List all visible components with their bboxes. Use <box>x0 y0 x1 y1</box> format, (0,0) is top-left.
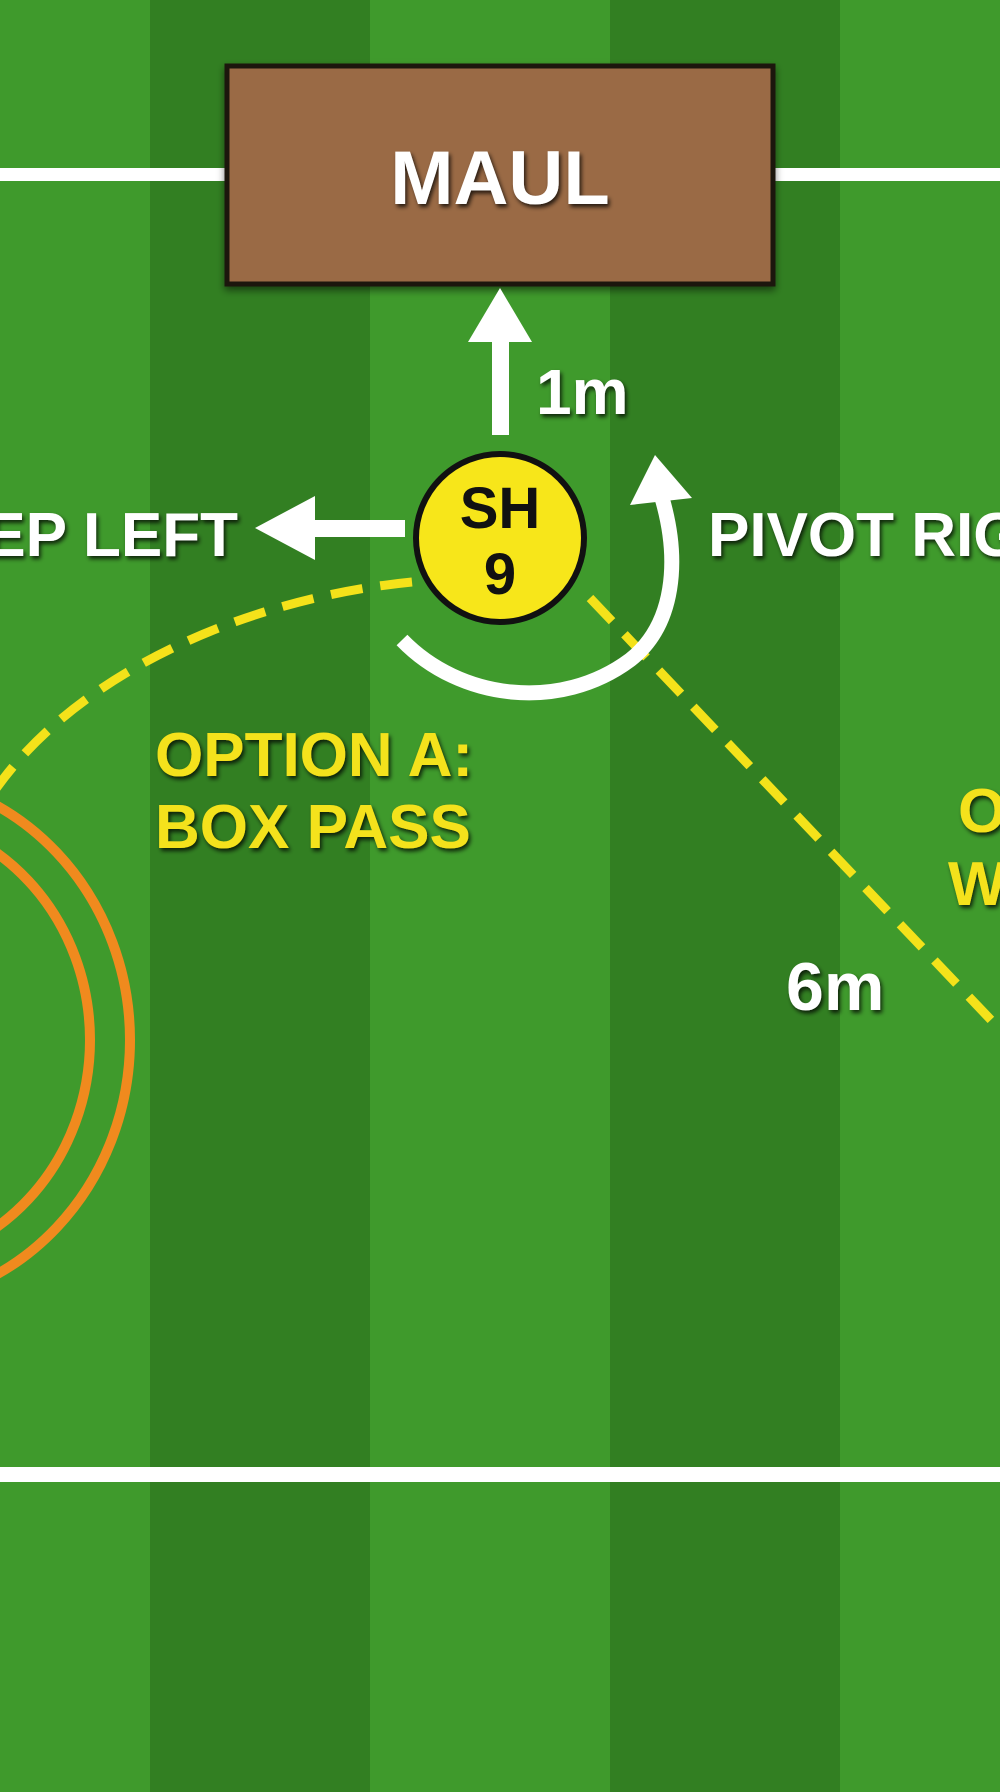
target-ring-icon <box>0 801 135 1279</box>
player-number: 9 <box>484 542 516 607</box>
distance-maul-label: 1m <box>536 356 629 428</box>
pivot-arrow-icon <box>396 455 692 701</box>
grass-stripe <box>0 0 150 1792</box>
grass-stripe <box>150 0 370 1792</box>
box-pass-path <box>0 577 413 791</box>
pivot-right-label: PIVOT RIGH <box>708 501 1000 570</box>
grass-stripe <box>370 0 610 1792</box>
distance-pass-label: 6m <box>786 949 884 1025</box>
arrow-up-icon <box>468 288 532 435</box>
step-left-label: TEP LEFT <box>0 501 238 570</box>
player-role: SH <box>460 476 541 541</box>
scrum-half-marker <box>413 451 587 625</box>
maul-box <box>224 63 776 287</box>
option-b-pass-path <box>586 594 1000 1037</box>
arrow-left-icon <box>255 496 405 560</box>
maul-rect <box>224 63 776 287</box>
option-a-subtitle: BOX PASS <box>155 793 471 862</box>
option-b-subtitle: W <box>948 850 1000 919</box>
grass-stripe <box>840 0 1000 1792</box>
maul-label: MAUL <box>390 136 610 221</box>
option-b-title: O <box>958 777 1000 846</box>
field-line-bottom <box>0 1467 1000 1482</box>
option-a-title: OPTION A: <box>155 721 473 790</box>
grass-stripe <box>610 0 840 1792</box>
